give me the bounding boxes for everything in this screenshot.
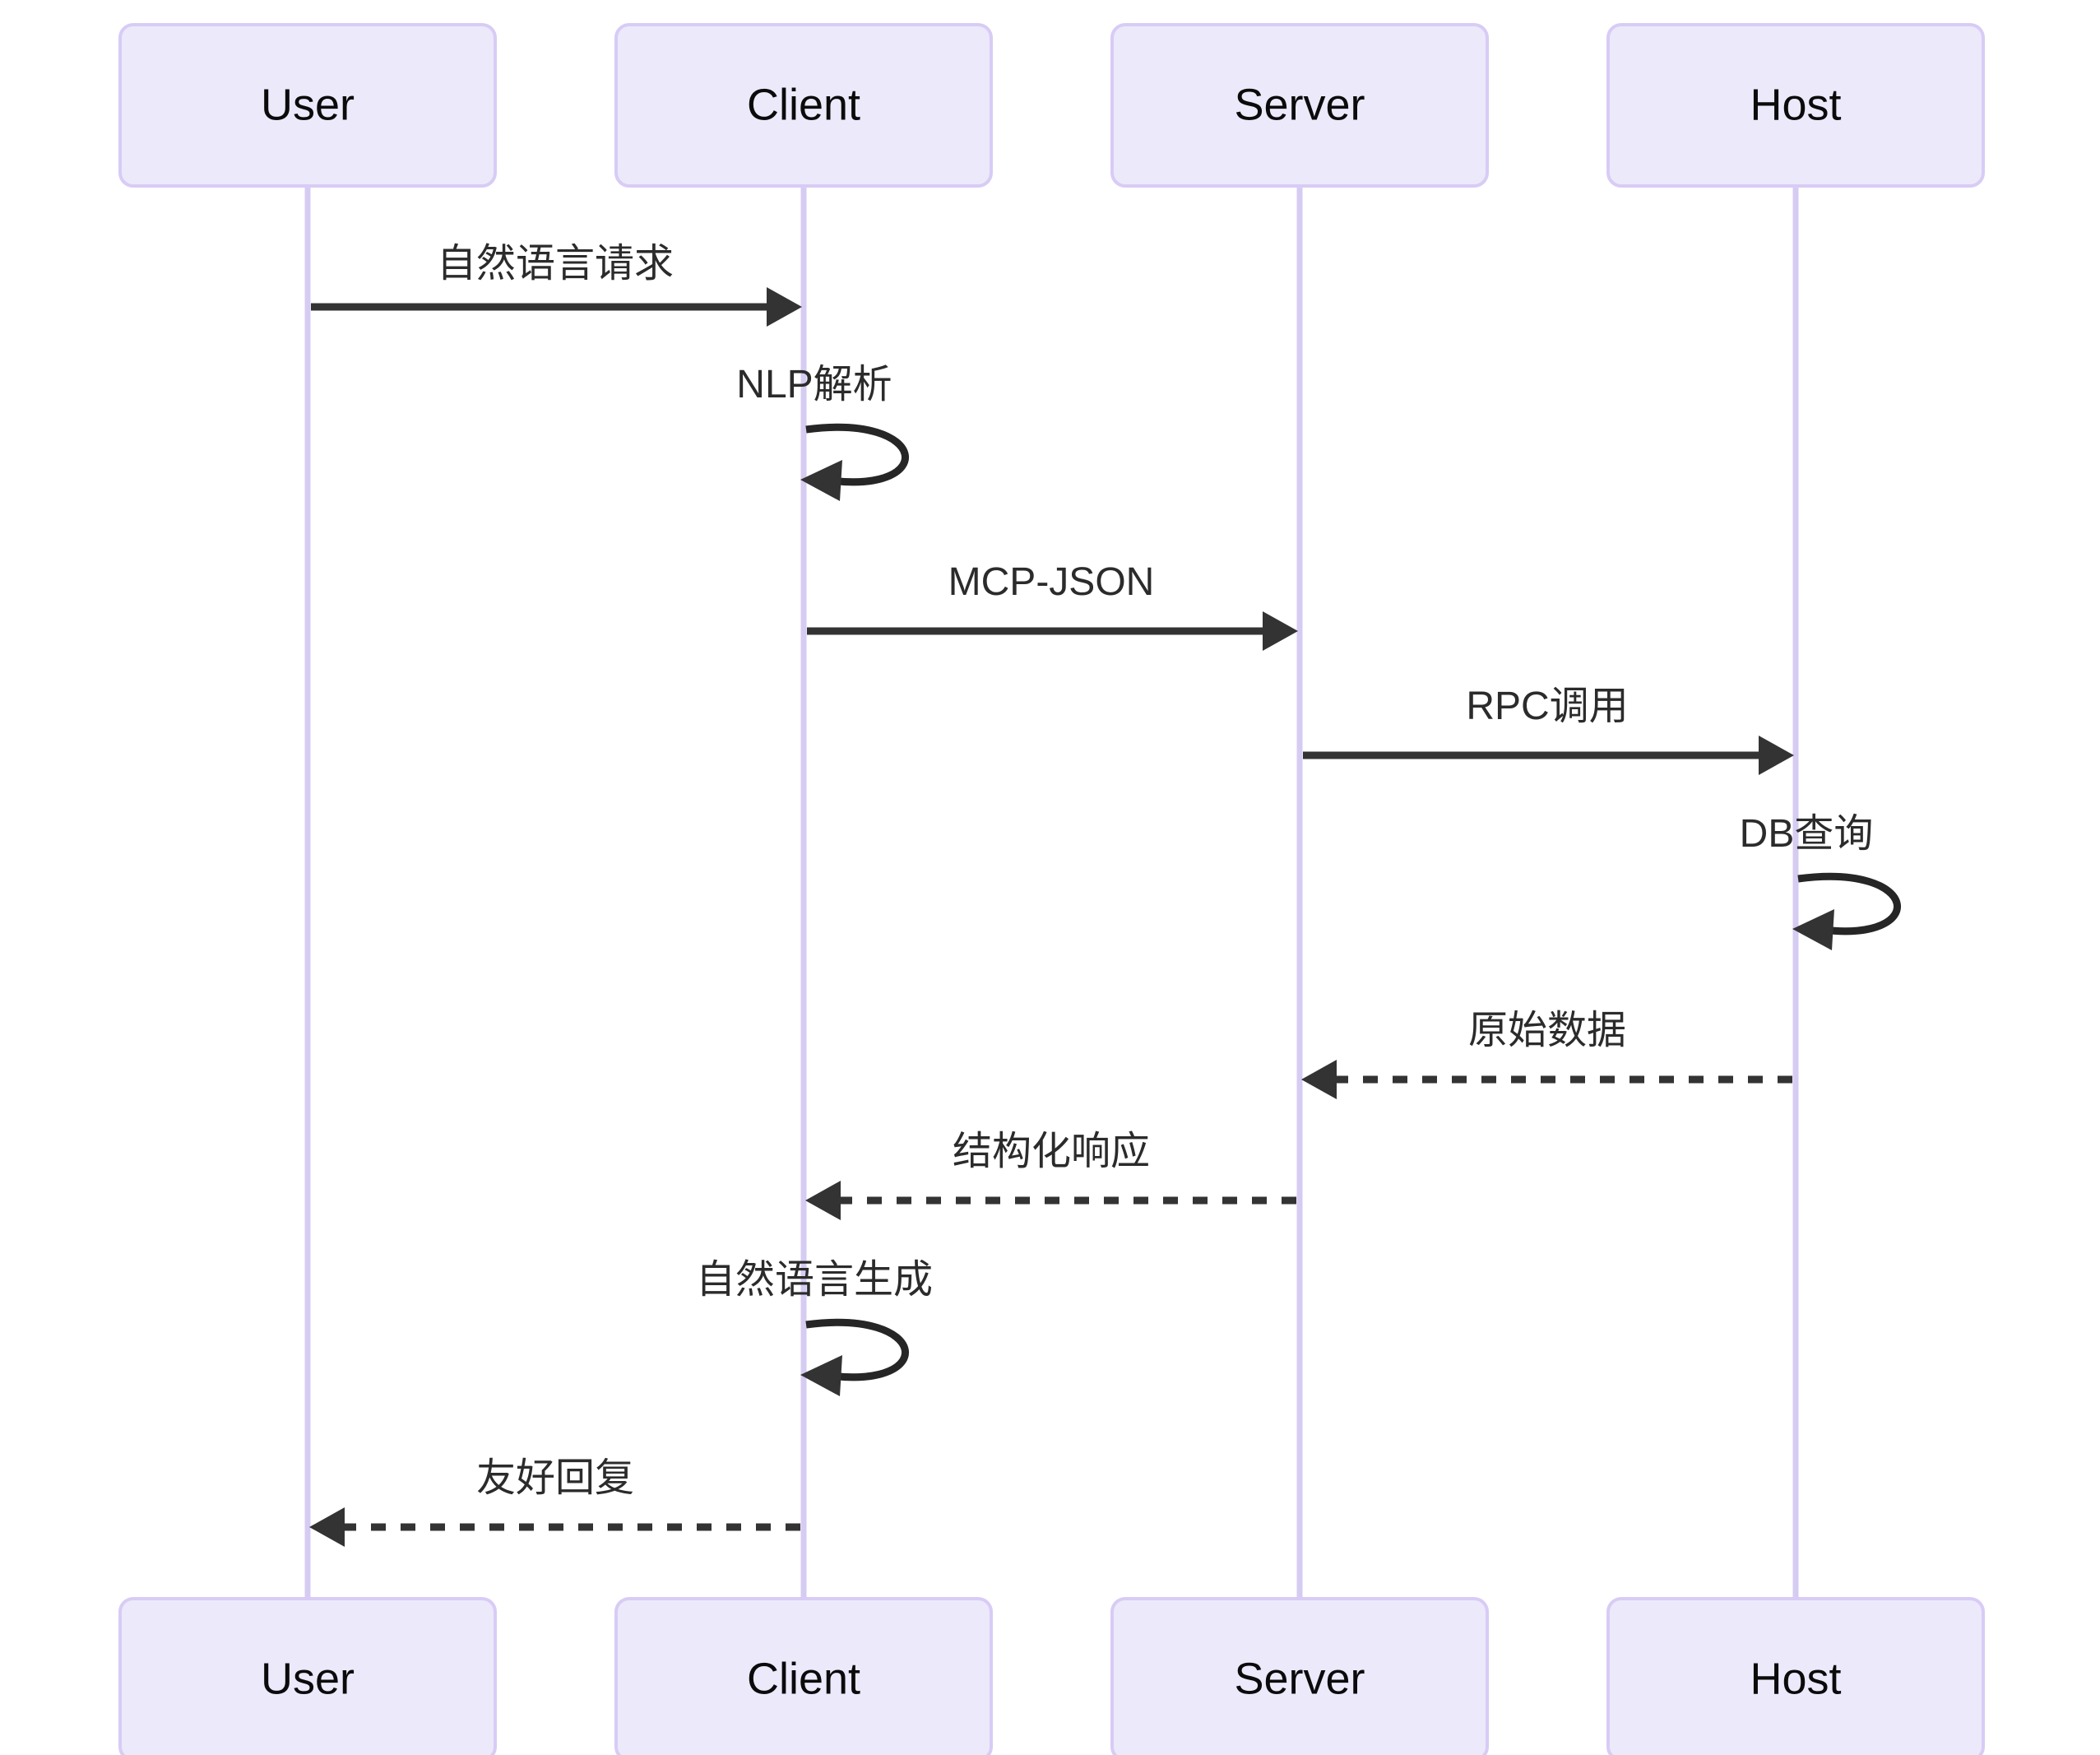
actor-box-rect [1110, 1597, 1489, 1755]
actor-label-host-bottom: Host [1750, 1654, 1841, 1703]
message-3-arrowhead [1263, 611, 1298, 651]
actor-box-bottom-host[interactable]: Host [1606, 1597, 1985, 1755]
message-2-nlp-parse-selfloop[interactable]: NLP解析 [736, 363, 909, 501]
message-3-label: MCP-JSON [948, 560, 1155, 604]
message-4-rpc-call[interactable]: RPC调用 [1303, 685, 1794, 775]
actor-box-rect [1606, 23, 1985, 188]
message-2-label: NLP解析 [736, 363, 892, 406]
actor-box-bottom-server[interactable]: Server [1110, 1597, 1489, 1755]
actor-box-rect [118, 1597, 497, 1755]
message-9-arrowhead [309, 1507, 345, 1547]
actor-box-top-user[interactable]: User [118, 23, 497, 188]
message-4-label: RPC调用 [1466, 685, 1628, 728]
message-7-label: 结构化响应 [953, 1130, 1150, 1173]
message-8-label: 自然语言生成 [696, 1258, 933, 1302]
message-9-friendly-reply[interactable]: 友好回复 [309, 1456, 800, 1547]
message-8-arrowhead [800, 1355, 842, 1396]
actor-label-user-bottom: User [261, 1654, 355, 1703]
actor-box-top-server[interactable]: Server [1110, 23, 1489, 188]
message-6-label: 原始数据 [1468, 1009, 1626, 1052]
actor-label-client-top: Client [747, 80, 860, 129]
message-5-loop-path [1797, 872, 1901, 936]
message-9-label: 友好回复 [476, 1456, 634, 1500]
message-7-arrowhead [805, 1181, 841, 1220]
message-5-arrowhead [1792, 909, 1834, 950]
actor-box-top-host[interactable]: Host [1606, 23, 1985, 188]
actor-label-client-bottom: Client [747, 1654, 860, 1703]
actor-box-rect [118, 23, 497, 188]
message-3-mcp-json[interactable]: MCP-JSON [807, 560, 1298, 651]
actor-label-server-bottom: Server [1234, 1654, 1365, 1703]
actor-label-server-top: Server [1234, 80, 1365, 129]
message-7-structured-response[interactable]: 结构化响应 [805, 1130, 1296, 1220]
message-5-label: DB查询 [1740, 812, 1874, 856]
message-2-arrowhead [800, 460, 842, 501]
actor-box-rect [1110, 23, 1489, 188]
lifelines [304, 185, 1799, 1600]
message-1-label: 自然语言请求 [437, 242, 674, 286]
message-5-db-query-selfloop[interactable]: DB查询 [1740, 812, 1901, 950]
message-6-raw-data[interactable]: 原始数据 [1301, 1009, 1792, 1099]
actor-box-rect [614, 1597, 993, 1755]
message-4-arrowhead [1759, 736, 1794, 775]
message-8-loop-path [805, 1318, 909, 1381]
message-6-arrowhead [1301, 1060, 1337, 1099]
message-2-loop-path [805, 423, 909, 486]
actor-label-host-top: Host [1750, 80, 1841, 129]
actor-box-rect [1606, 1597, 1985, 1755]
message-8-natural-language-generation-selfloop[interactable]: 自然语言生成 [696, 1258, 933, 1396]
actor-box-bottom-client[interactable]: Client [614, 1597, 993, 1755]
actor-box-bottom-user[interactable]: User [118, 1597, 497, 1755]
actor-box-rect [614, 23, 993, 188]
actor-box-top-client[interactable]: Client [614, 23, 993, 188]
actor-label-user-top: User [261, 80, 355, 129]
message-1-arrowhead [767, 287, 802, 327]
message-1-natural-language-request[interactable]: 自然语言请求 [311, 242, 802, 327]
